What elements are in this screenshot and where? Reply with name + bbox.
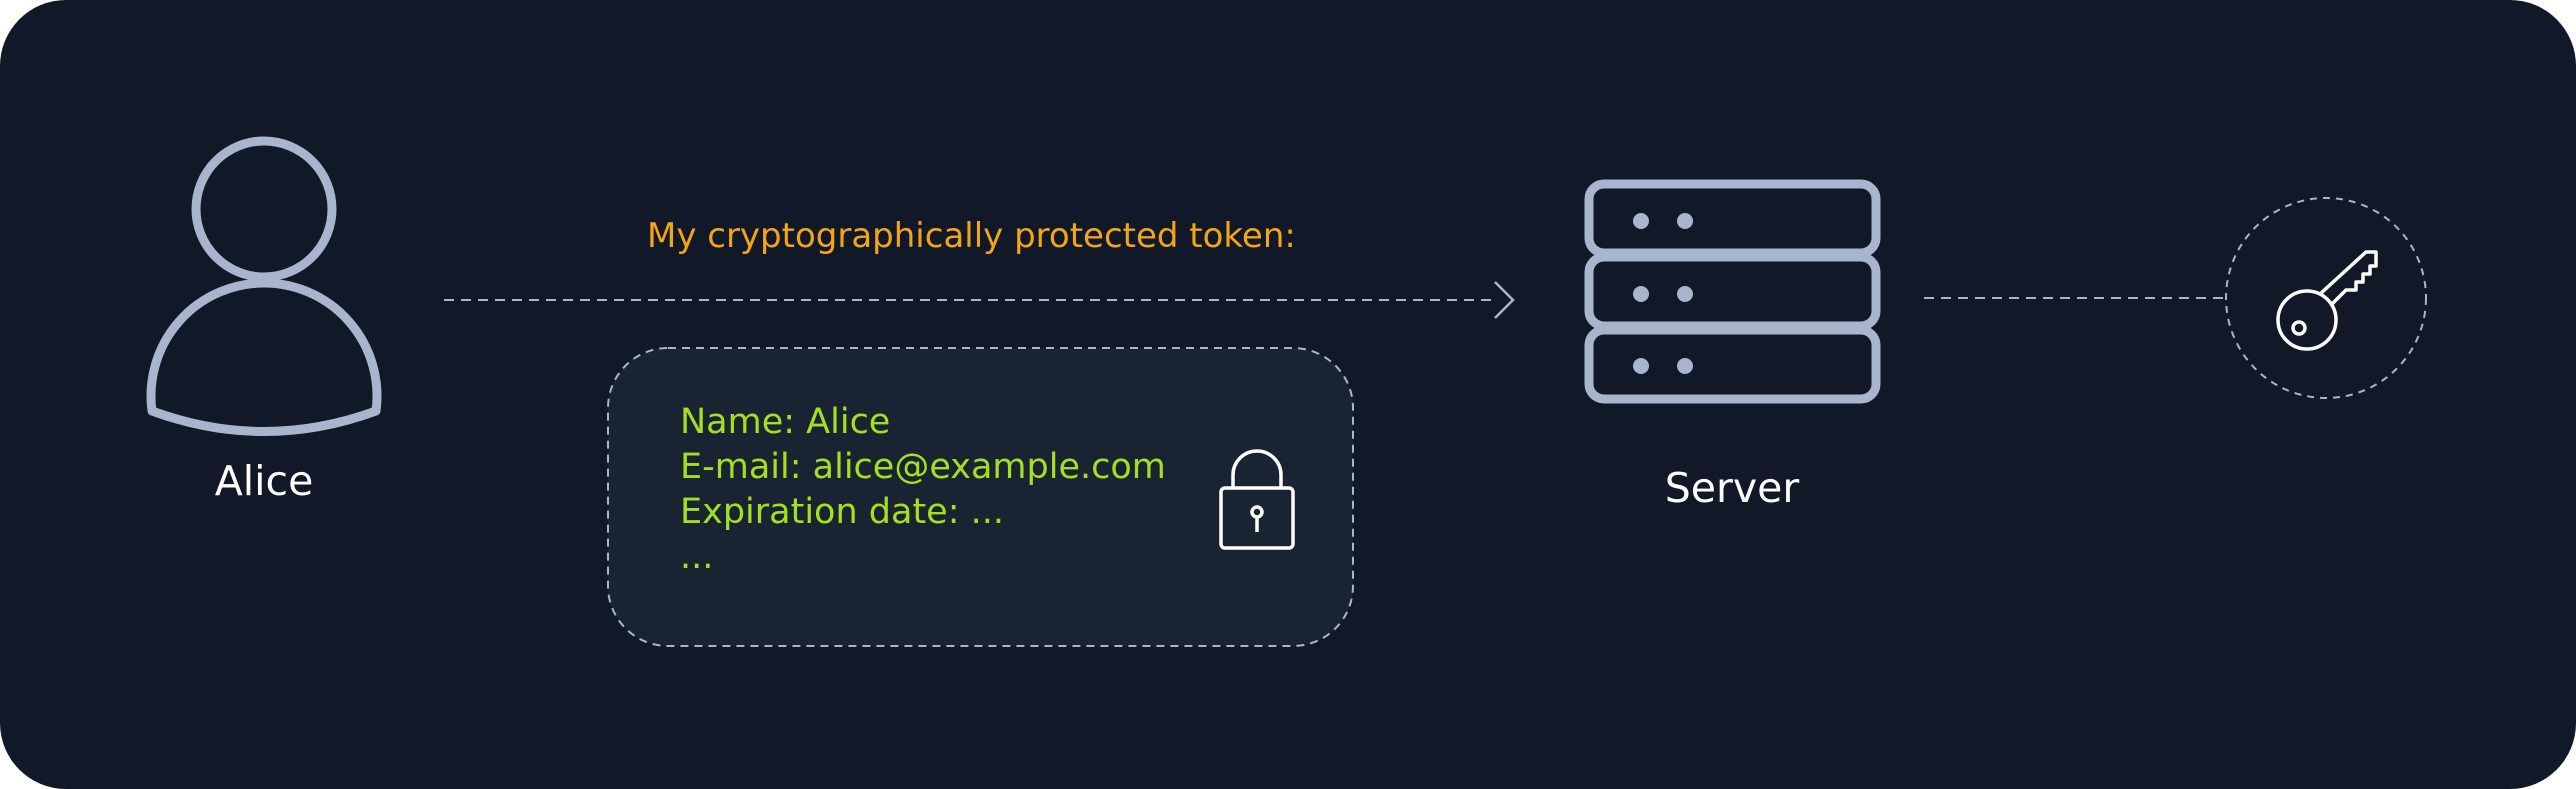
- alice-label: Alice: [214, 457, 314, 505]
- server-status-dots: [1633, 213, 1693, 374]
- server-label: Server: [1664, 464, 1800, 512]
- token-name-line: Name: Alice: [680, 402, 891, 442]
- lock-icon: [1219, 449, 1295, 550]
- token-box: [607, 347, 1354, 647]
- key-icon: [2276, 250, 2378, 351]
- token-expiration-line: Expiration date: ...: [680, 492, 1004, 532]
- token-caption: My cryptographically protected token:: [647, 216, 1296, 256]
- user-icon: [146, 136, 382, 436]
- key-circle: [2225, 197, 2427, 399]
- server-icon: [1584, 179, 1881, 404]
- token-email-line: E-mail: alice@example.com: [680, 447, 1166, 487]
- request-arrow: [444, 281, 1515, 319]
- token-ellipsis-line: ...: [680, 537, 714, 577]
